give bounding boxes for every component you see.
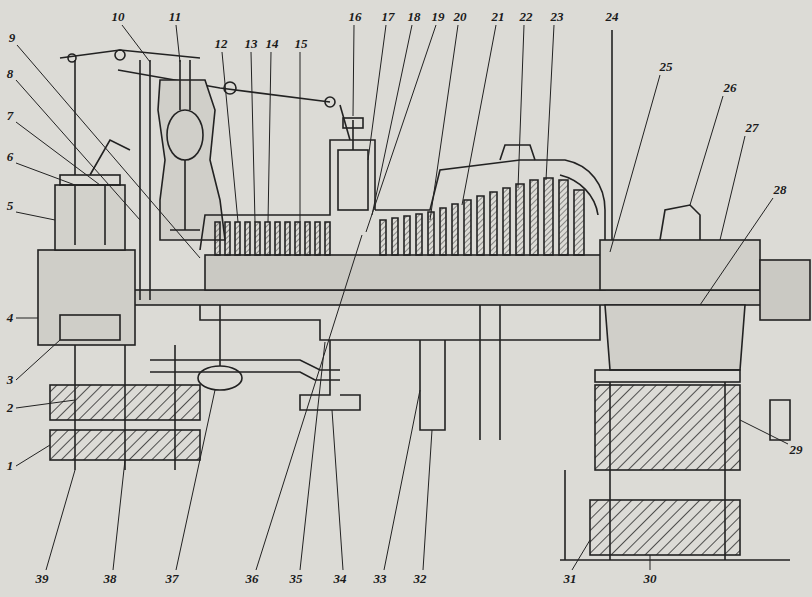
callout-number: 15 <box>294 37 309 51</box>
callout-number: 19 <box>431 10 446 24</box>
callout-number: 29 <box>789 443 804 457</box>
callout-number: 17 <box>381 10 396 24</box>
callout-number: 1 <box>6 459 15 473</box>
callout-number: 3 <box>6 373 15 387</box>
callout-number: 30 <box>643 572 658 586</box>
callout-number: 34 <box>333 572 348 586</box>
callout-number: 35 <box>289 572 304 586</box>
callout-number: 21 <box>491 10 506 24</box>
callout-number: 12 <box>214 37 229 51</box>
callout-number: 32 <box>413 572 428 586</box>
callout-number: 24 <box>605 10 620 24</box>
callout-number: 16 <box>348 10 363 24</box>
callout-number: 39 <box>35 572 50 586</box>
callout-number: 33 <box>373 572 388 586</box>
callout-number: 31 <box>563 572 578 586</box>
callout-number: 4 <box>6 311 15 325</box>
callout-number: 9 <box>8 31 17 45</box>
callout-number: 8 <box>6 67 15 81</box>
callout-number: 20 <box>453 10 468 24</box>
callout-number: 37 <box>165 572 180 586</box>
callout-number: 6 <box>6 150 15 164</box>
callout-number: 7 <box>6 109 15 123</box>
callout-number: 27 <box>745 121 760 135</box>
callout-number: 23 <box>550 10 565 24</box>
callout-number: 25 <box>659 60 674 74</box>
callout-number: 11 <box>168 10 182 24</box>
callout-number: 18 <box>407 10 422 24</box>
callout-number: 26 <box>723 81 738 95</box>
callout-number: 2 <box>6 401 15 415</box>
callout-number: 14 <box>265 37 280 51</box>
callout-number: 28 <box>773 183 788 197</box>
callout-number: 36 <box>245 572 260 586</box>
callout-number: 10 <box>111 10 126 24</box>
callout-number: 22 <box>519 10 534 24</box>
callout-number: 5 <box>6 199 15 213</box>
callout-number: 38 <box>103 572 118 586</box>
callout-number: 13 <box>244 37 259 51</box>
